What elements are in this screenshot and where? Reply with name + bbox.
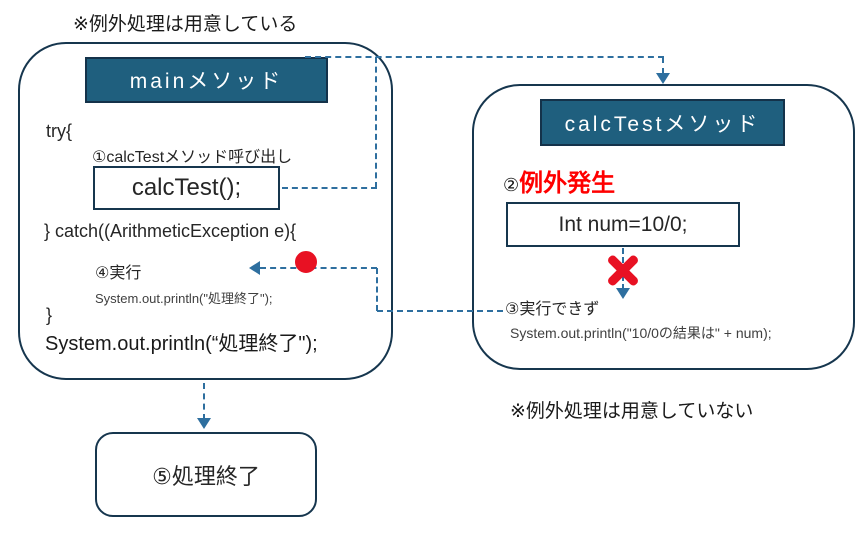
step3-label: ③実行できず	[505, 301, 600, 318]
call-arrowhead-icon	[656, 73, 670, 84]
return-arrow-segment-out	[377, 310, 503, 312]
end-state-box: ⑤処理終了	[95, 432, 317, 517]
calctest-method-title: calcTestメソッド	[540, 99, 785, 146]
main-method-title: mainメソッド	[85, 57, 328, 103]
main-close-brace: }	[46, 305, 53, 325]
main-catch-open: } catch((ArithmeticException e){	[44, 221, 297, 241]
main-final-code: System.out.println(“処理終了");	[45, 333, 318, 355]
return-arrow-segment-up	[376, 268, 378, 311]
call-arrow-segment-down	[662, 57, 664, 74]
end-arrowhead-icon	[197, 418, 211, 429]
note-exception-not-handled: ※例外処理は用意していない	[510, 401, 754, 422]
main-try-open: try{	[46, 121, 73, 141]
step4-label: ④実行	[95, 265, 142, 282]
return-arrow-segment-across	[260, 267, 377, 269]
fail-arrowhead-icon	[616, 288, 630, 299]
step2-number: ②	[503, 175, 520, 195]
step1-label: ①calcTestメソッド呼び出し	[92, 149, 293, 166]
step2-label: ②例外発生	[503, 163, 615, 198]
call-arrow-segment-across	[305, 56, 664, 58]
calctest-body-code: System.out.println("10/0の結果は" + num);	[510, 325, 772, 341]
fail-cross-icon	[603, 250, 643, 290]
note-exception-handled: ※例外処理は用意している	[73, 14, 298, 35]
ok-circle-icon	[295, 251, 317, 273]
end-arrow-segment	[203, 383, 205, 420]
divide-by-zero-code-box: Int num=10/0;	[506, 202, 740, 247]
main-catch-body-code: System.out.println("処理終了");	[95, 291, 273, 306]
call-arrow-segment-up	[375, 57, 377, 188]
return-arrowhead-icon	[249, 261, 260, 275]
step2-exception-text: 例外発生	[519, 170, 616, 197]
calctest-call-code-box: calcTest();	[93, 166, 280, 210]
call-arrow-segment-out	[282, 187, 377, 189]
